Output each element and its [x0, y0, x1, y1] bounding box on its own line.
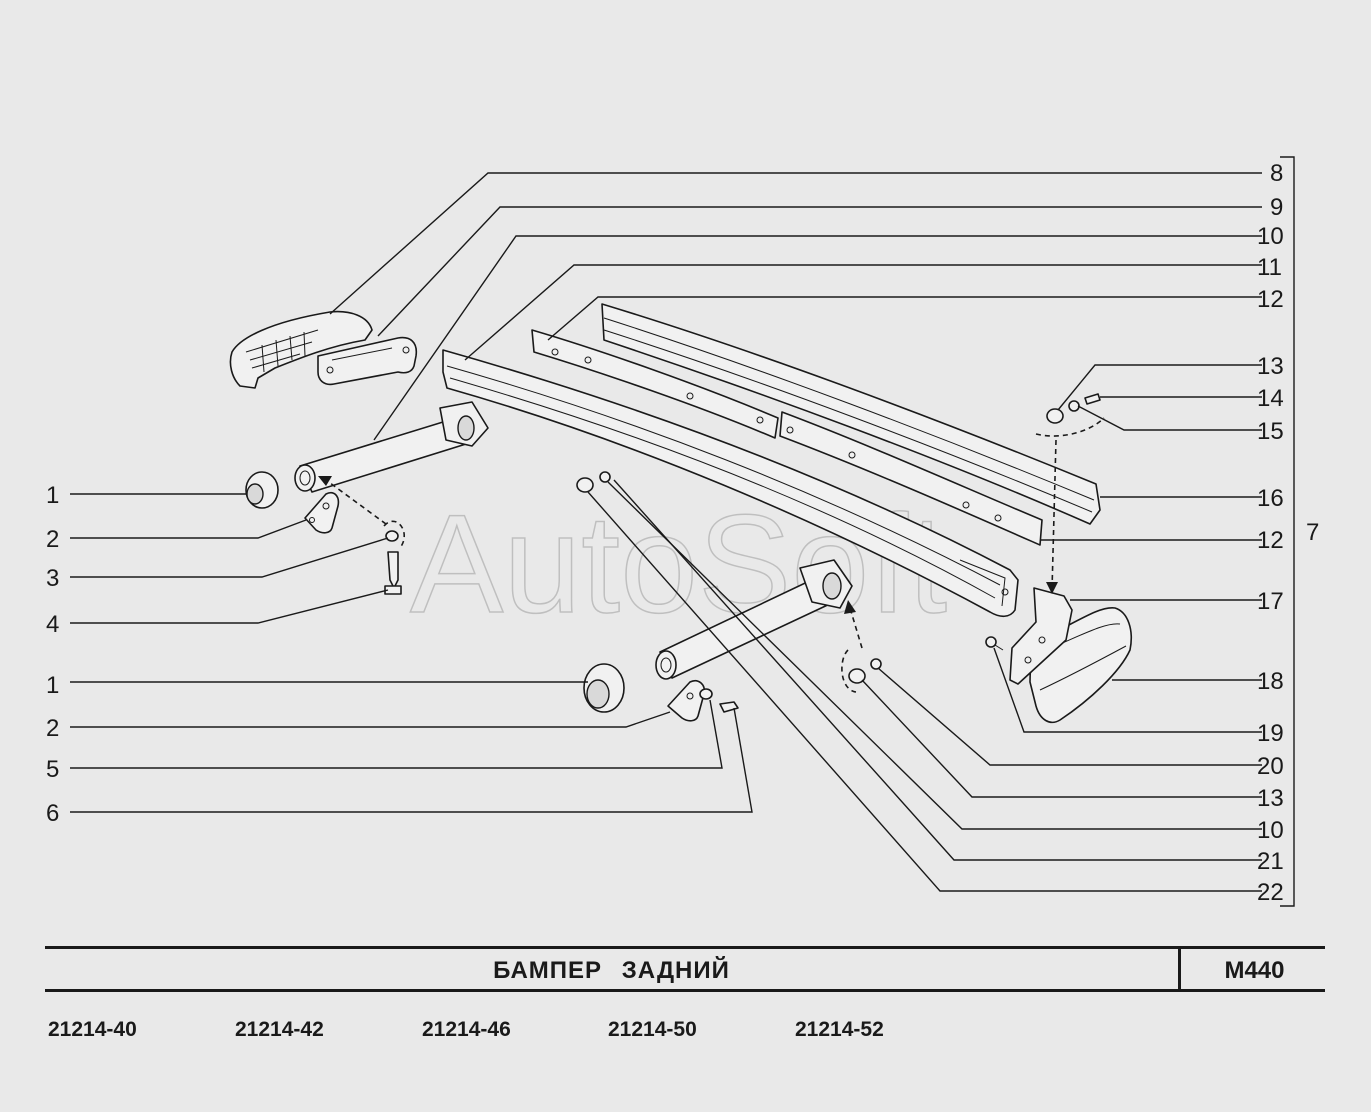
fasteners-20-13: [841, 600, 882, 693]
callout-7-assembly: 7: [1306, 519, 1319, 546]
end-cap-left: [229, 310, 373, 389]
leader-lines: [70, 156, 1295, 907]
title-bar: БАМПЕР ЗАДНИЙ М440: [45, 946, 1325, 992]
fasteners-13-14-15: [1035, 393, 1105, 594]
callout-13b: 13: [1257, 785, 1284, 812]
callout-2: 2: [46, 526, 59, 553]
model-code: 21214-40: [48, 1018, 137, 1041]
bracket-17: [1009, 587, 1073, 685]
callout-17: 17: [1257, 588, 1284, 615]
callout-11: 11: [1257, 254, 1282, 281]
callout-19: 19: [1257, 720, 1284, 747]
support-tube-left: [294, 401, 489, 493]
callout-16: 16: [1257, 485, 1284, 512]
callout-10b: 10: [1257, 817, 1284, 844]
callout-21: 21: [1257, 848, 1284, 875]
callout-6: 6: [46, 800, 59, 827]
callout-9: 9: [1270, 194, 1283, 221]
plate-2-lower: [667, 679, 706, 722]
moulding-strip-right: [779, 411, 1043, 546]
bracket-plate-9: [317, 336, 418, 386]
bushing-1-lower: [583, 663, 625, 713]
parts-diagram: AutoSoft: [46, 156, 1319, 907]
model-list: 21214-40 21214-42 21214-46 21214-50 2121…: [48, 1015, 1048, 1045]
callout-12: 12: [1257, 286, 1284, 313]
bumper-beam: [442, 349, 1019, 618]
callout-8: 8: [1270, 160, 1283, 187]
model-code: 21214-50: [608, 1018, 697, 1041]
callout-15: 15: [1257, 418, 1284, 445]
washer-3-bolt-4: [318, 476, 406, 595]
diagram-title: БАМПЕР ЗАДНИЙ: [493, 957, 730, 984]
callout-10: 10: [1257, 223, 1284, 250]
diagram-code: М440: [1178, 949, 1328, 989]
callout-labels-right: 8 9 10 11 12 13 14 15 16 12 17 18 19 20 …: [1257, 160, 1319, 906]
model-code: 21214-52: [795, 1018, 884, 1041]
model-code: 21214-42: [235, 1018, 324, 1041]
plate-2-upper: [304, 491, 340, 534]
callout-5: 5: [46, 756, 59, 783]
callout-1: 1: [46, 482, 59, 509]
callout-18: 18: [1257, 668, 1284, 695]
callout-1b: 1: [46, 672, 59, 699]
screw-19: [985, 636, 1004, 651]
model-code: 21214-46: [422, 1018, 511, 1041]
callout-22: 22: [1257, 879, 1284, 906]
callout-13: 13: [1257, 353, 1284, 380]
moulding-strip-left: [531, 329, 779, 439]
callout-14: 14: [1257, 385, 1284, 412]
callout-labels-left: 1 2 3 4 1 2 5 6: [46, 482, 59, 827]
bushing-1-upper: [245, 471, 279, 509]
callout-12b: 12: [1257, 527, 1284, 554]
callout-4: 4: [46, 611, 59, 638]
nut-5-bolt-6: [699, 688, 739, 713]
fasteners-21-22: [576, 471, 611, 493]
callout-20: 20: [1257, 753, 1284, 780]
callout-2b: 2: [46, 715, 59, 742]
support-tube-right: [655, 559, 853, 680]
trim-strip: [601, 303, 1101, 525]
callout-3: 3: [46, 565, 59, 592]
